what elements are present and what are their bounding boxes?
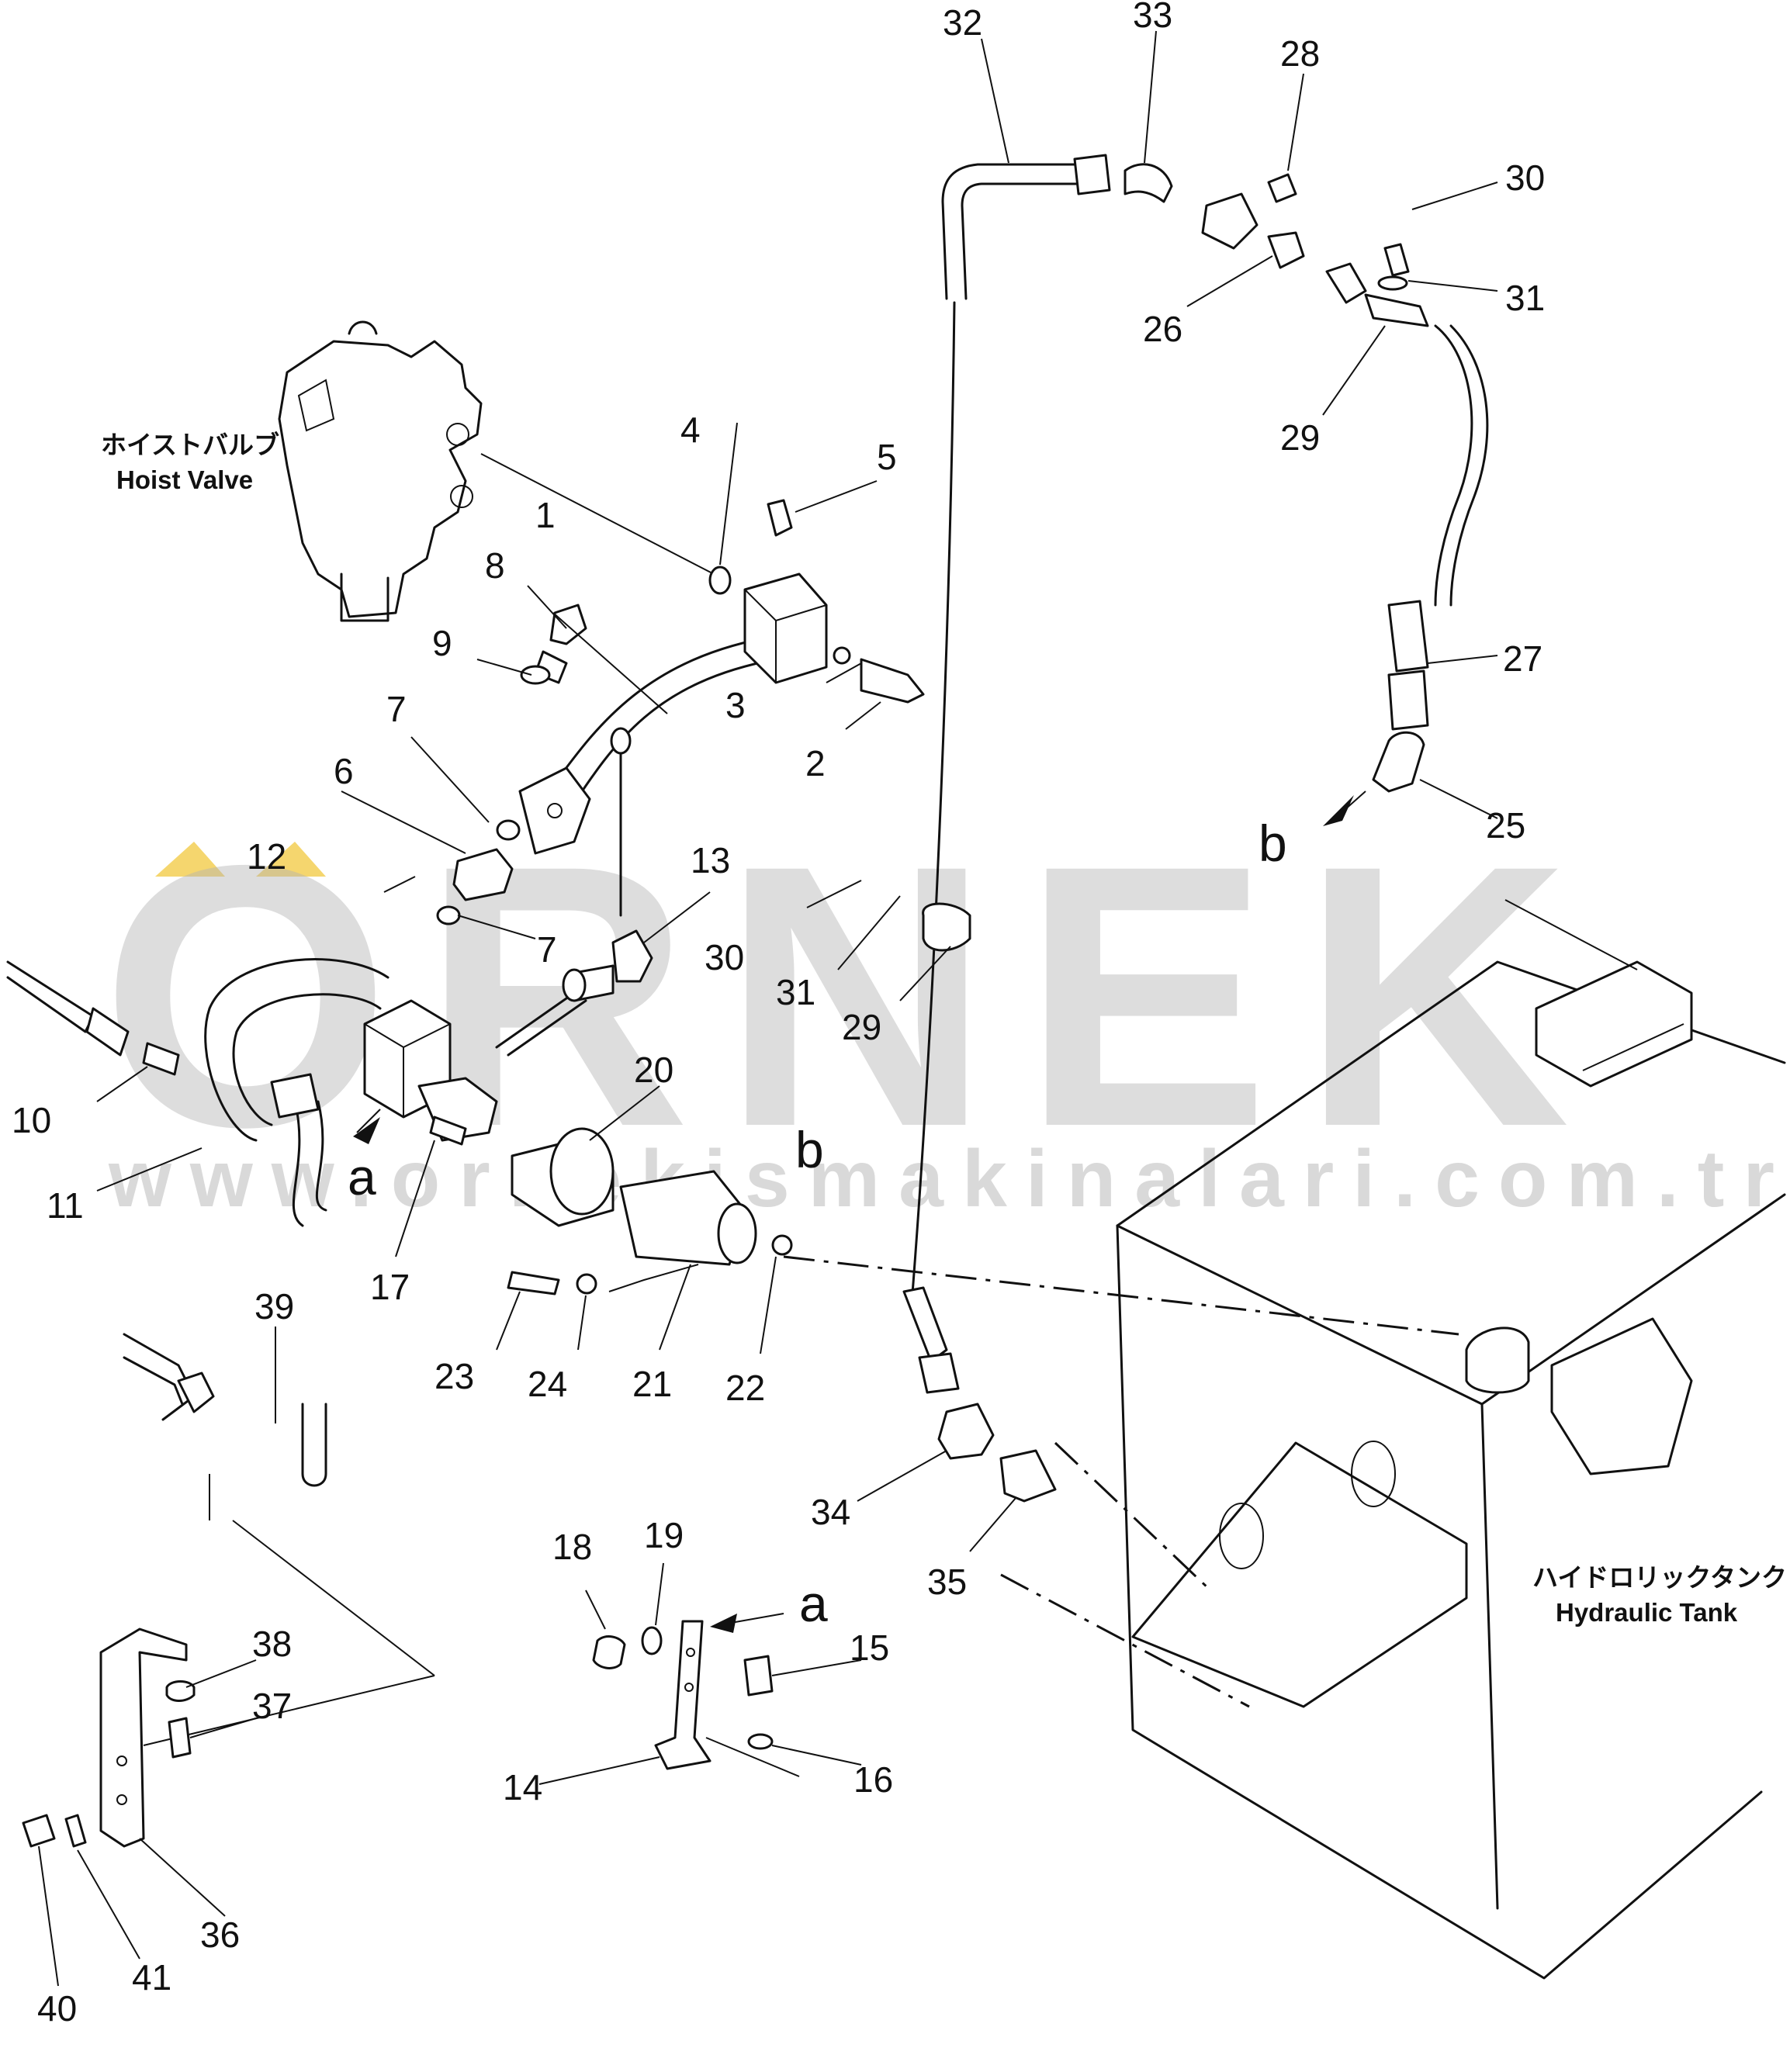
pipe-assembly-lower-left	[6, 958, 498, 1227]
bracket-36	[22, 1333, 435, 1848]
hose-32	[902, 154, 1297, 1503]
center-line	[1054, 1441, 1212, 1592]
callout-2: 2	[805, 743, 826, 783]
callout-26: 26	[1143, 309, 1182, 349]
callout-31: 31	[776, 972, 815, 1012]
callout-32: 32	[943, 2, 982, 43]
pipe-assembly-1	[480, 453, 828, 917]
callout-23: 23	[435, 1356, 474, 1396]
callout-21: 21	[632, 1364, 672, 1404]
callout-28: 28	[1280, 33, 1320, 74]
callout-1: 1	[535, 495, 556, 535]
callout-24: 24	[528, 1364, 567, 1404]
center-line	[1000, 1573, 1250, 1708]
hoist-valve-caption-jp: ホイストバルブ	[101, 431, 279, 459]
callout-30: 30	[705, 937, 744, 977]
callout-20: 20	[634, 1050, 673, 1090]
callout-22: 22	[725, 1368, 765, 1408]
callout-33: 33	[1133, 0, 1172, 35]
view-marker-b: b	[1259, 815, 1287, 872]
hoist-valve-caption-en: Hoist Valve	[116, 465, 253, 494]
callout-29: 29	[1280, 417, 1320, 458]
fittings-upper	[436, 499, 925, 925]
callout-4: 4	[680, 410, 701, 450]
callout-15: 15	[850, 1628, 889, 1668]
callout-39: 39	[254, 1286, 294, 1327]
callout-35: 35	[927, 1562, 967, 1602]
callout-10: 10	[12, 1100, 51, 1140]
callout-6: 6	[334, 751, 354, 791]
callout-14: 14	[503, 1767, 542, 1807]
view-marker-a: a	[799, 1575, 828, 1632]
callout-25: 25	[1486, 805, 1525, 846]
callout-9: 9	[432, 623, 452, 663]
callout-30: 30	[1505, 157, 1545, 198]
callout-3: 3	[725, 685, 746, 725]
callout-12: 12	[247, 836, 286, 877]
view-marker-a: a	[348, 1148, 376, 1205]
callout-31: 31	[1505, 278, 1545, 318]
callout-16: 16	[853, 1759, 893, 1800]
callout-labels: 1 2 3 4 5 6 7 7 8 9 10 11 12 13 14 15 16…	[12, 0, 1545, 2029]
hose-27	[1267, 231, 1489, 793]
callout-36: 36	[200, 1915, 240, 1955]
hydraulic-tank: ハイドロリックタンク Hydraulic Tank	[1116, 899, 1787, 1980]
center-line	[783, 1255, 1459, 1336]
hoist-valve: ホイストバルブ Hoist Valve	[101, 320, 483, 622]
callout-41: 41	[132, 1957, 171, 1998]
callout-19: 19	[644, 1515, 684, 1555]
callout-40: 40	[37, 1988, 77, 2029]
callout-37: 37	[252, 1686, 292, 1726]
callout-38: 38	[252, 1624, 292, 1664]
callout-34: 34	[811, 1492, 850, 1532]
bracket-14	[592, 1620, 800, 1777]
callout-7: 7	[537, 929, 557, 970]
watermark-url: www.ornekismakinalari.com.tr	[108, 1134, 1790, 1224]
fittings-center	[495, 929, 793, 1295]
hydraulic-tank-caption-en: Hydraulic Tank	[1556, 1598, 1738, 1627]
hydraulic-tank-caption-jp: ハイドロリックタンク	[1532, 1563, 1787, 1592]
callout-29: 29	[842, 1007, 881, 1047]
callout-7: 7	[386, 689, 407, 729]
callout-27: 27	[1503, 638, 1542, 679]
view-marker-b: b	[795, 1121, 824, 1178]
leader-lines	[38, 30, 1498, 1987]
callout-11: 11	[47, 1185, 84, 1226]
callout-17: 17	[370, 1267, 410, 1307]
callout-8: 8	[485, 545, 505, 586]
callout-13: 13	[691, 840, 730, 880]
callout-5: 5	[877, 437, 897, 477]
callout-18: 18	[552, 1527, 592, 1567]
